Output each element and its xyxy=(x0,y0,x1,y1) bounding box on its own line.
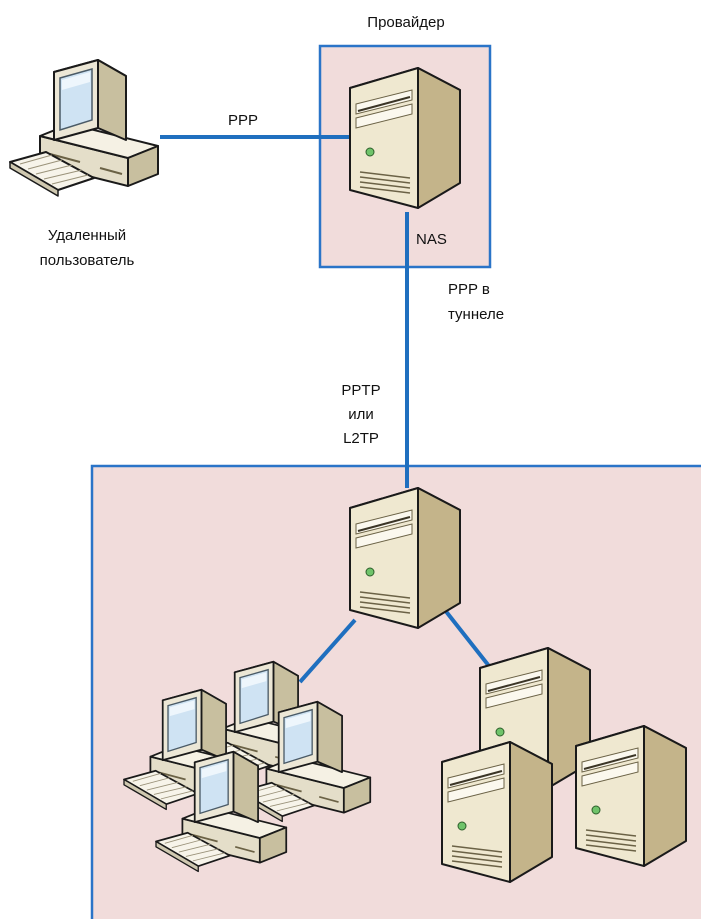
lan-link-workstations xyxy=(298,618,357,684)
nas-server-icon xyxy=(349,67,461,209)
pptp-label-line2: или xyxy=(348,406,374,423)
pptp-label-line1: PPTP xyxy=(341,382,380,399)
ppp-tunnel-label-line2: туннеле xyxy=(448,306,504,323)
vpn-server-icon xyxy=(349,487,461,629)
ppp-label: PPP xyxy=(228,112,258,129)
provider-label: Провайдер xyxy=(367,14,444,31)
ppp-tunnel-label-line1: PPP в xyxy=(448,281,490,298)
remote-user-label-line1: Удаленный xyxy=(48,227,126,244)
pptp-label-line3: L2TP xyxy=(343,430,379,447)
nas-label: NAS xyxy=(416,231,447,248)
remote-user-label-line2: пользователь xyxy=(40,252,135,269)
remote-pc-icon xyxy=(9,59,159,197)
